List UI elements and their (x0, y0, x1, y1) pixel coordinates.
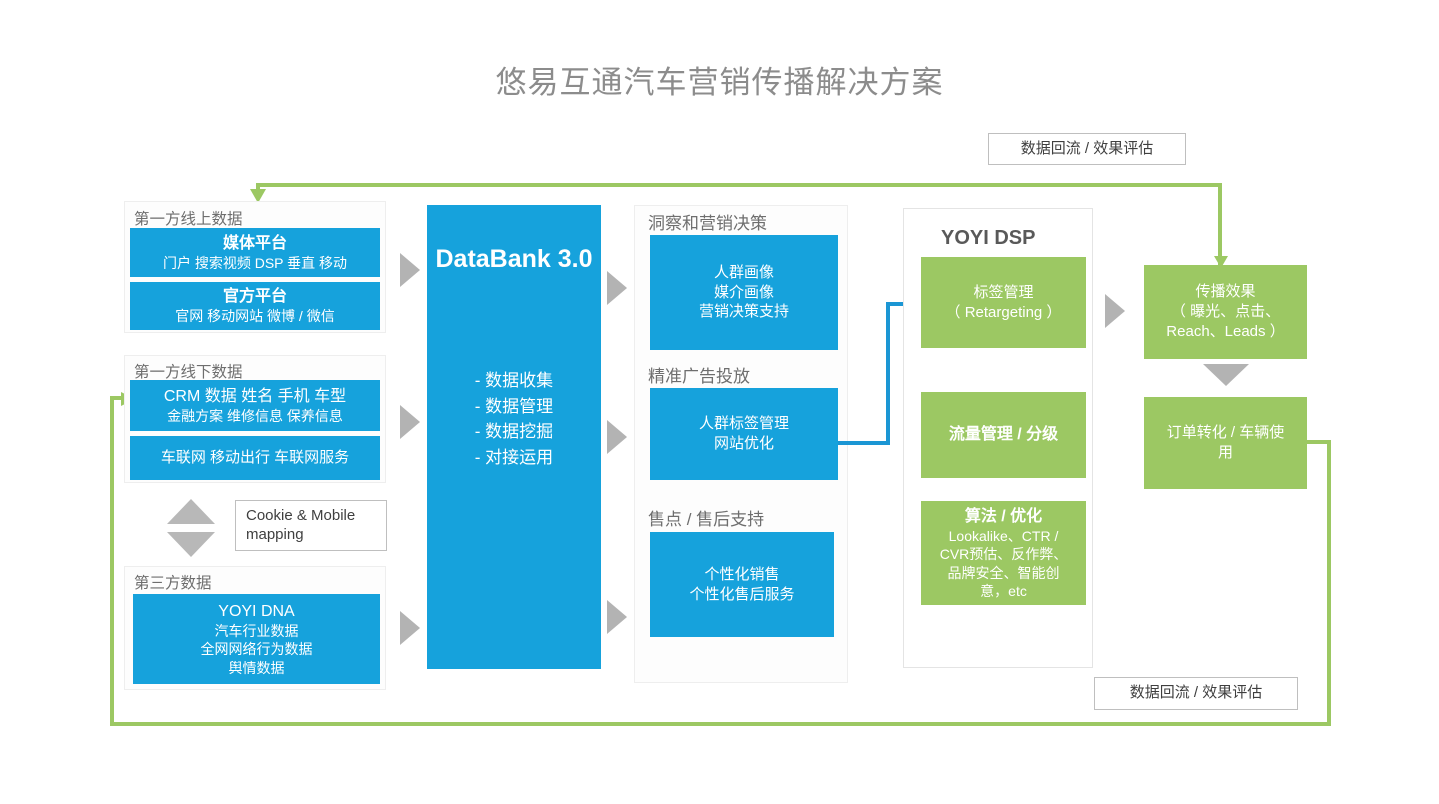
block-official-platform: 官方平台 官网 移动网站 微博 / 微信 (130, 282, 380, 330)
block-algorithm-optimization-line-0: Lookalike、CTR / (948, 527, 1059, 544)
cookie-mobile-mapping-text: Cookie & Mobile mapping (246, 506, 356, 543)
feedback-line-bottom-stub (1306, 440, 1331, 444)
databank-item-0: - 数据收集 (474, 371, 554, 390)
feedback-arrow-into-results (1214, 256, 1228, 268)
databank-item-2: - 数据挖掘 (474, 422, 554, 441)
panel-title-insight-decision: 洞察和营销决策 (648, 214, 767, 233)
arrow-effect-to-conversion (1203, 364, 1249, 386)
block-media-platform-line-0: 门户 搜索视频 DSP 垂直 移动 (162, 254, 348, 271)
block-aftersales-line-0: 个性化销售 (704, 565, 780, 583)
page-title: 悠易互通汽车营销传播解决方案 (495, 65, 944, 100)
block-tag-management-line-0: （ Retargeting ） (945, 303, 1062, 321)
block-aftersales: 个性化销售 个性化售后服务 (650, 532, 834, 637)
arrow-group3-to-databank (400, 611, 420, 645)
block-tag-management: 标签管理 （ Retargeting ） (921, 257, 1086, 348)
block-communication-effect-heading: 传播效果 (1195, 283, 1256, 301)
block-crm-data-heading: CRM 数据 姓名 手机 车型 (163, 387, 347, 405)
block-order-conversion-line-0: 订单转化 / 车辆使用 (1166, 424, 1285, 461)
block-communication-effect-line-1: Reach、Leads ） (1166, 322, 1285, 340)
feedback-line-top-horizontal (256, 183, 1222, 187)
feedback-line-bottom-horizontal (110, 722, 1331, 726)
panel-title-first-party-offline: 第一方线下数据 (134, 364, 243, 381)
panel-title-yoyi-dsp: YOYI DSP (941, 227, 1036, 249)
block-official-platform-heading: 官方平台 (222, 288, 287, 306)
arrow-group1-to-databank (400, 253, 420, 287)
block-connected-car: 车联网 移动出行 车联网服务 (130, 436, 380, 480)
block-yoyi-dna: YOYI DNA 汽车行业数据 全网网络行为数据 舆情数据 (133, 594, 380, 684)
block-traffic-management-heading: 流量管理 / 分级 (948, 426, 1059, 444)
arrow-databank-to-insight-1 (607, 271, 627, 305)
databank-items: - 数据收集 - 数据管理 - 数据挖掘 - 对接运用 (475, 368, 553, 470)
feedback-label-top: 数据回流 / 效果评估 (988, 133, 1186, 165)
block-tag-management-heading: 标签管理 (973, 283, 1034, 301)
panel-title-third-party-data: 第三方数据 (134, 575, 212, 592)
block-algorithm-optimization: 算法 / 优化 Lookalike、CTR / CVR预估、反作弊、 品牌安全、… (921, 501, 1086, 605)
arrow-dsp-to-results (1105, 294, 1125, 328)
block-insight-decision-line-0: 人群画像 (713, 263, 774, 281)
block-insight-decision-line-1: 媒介画像 (713, 283, 774, 301)
databank-item-3: - 对接运用 (474, 447, 554, 467)
block-algorithm-optimization-line-2: 品牌安全、智能创 (947, 564, 1060, 581)
feedback-label-top-text: 数据回流 / 效果评估 (1020, 139, 1154, 157)
block-yoyi-dna-line-1: 全网网络行为数据 (200, 641, 313, 658)
block-communication-effect-line-0: （ 曝光、点击、 (1170, 303, 1281, 321)
block-yoyi-dna-line-2: 舆情数据 (228, 659, 285, 676)
blue-connector-segment-horizontal-high (886, 302, 916, 306)
block-traffic-management: 流量管理 / 分级 (921, 392, 1086, 478)
block-crm-data-line-0: 金融方案 维修信息 保养信息 (167, 407, 343, 424)
block-official-platform-line-0: 官网 移动网站 微博 / 微信 (175, 308, 335, 325)
block-connected-car-line-0: 车联网 移动出行 车联网服务 (160, 449, 350, 467)
blue-connector-segment-vertical (886, 302, 890, 445)
feedback-line-bottom-vertical-right (1327, 440, 1331, 726)
feedback-label-bottom: 数据回流 / 效果评估 (1094, 677, 1298, 710)
block-insight-decision: 人群画像 媒介画像 营销决策支持 (650, 235, 838, 350)
block-precision-ads-line-0: 人群标签管理 (698, 415, 789, 433)
block-communication-effect: 传播效果 （ 曝光、点击、 Reach、Leads ） (1144, 265, 1307, 359)
block-algorithm-optimization-line-1: CVR预估、反作弊、 (939, 546, 1068, 563)
panel-title-precision-ads: 精准广告投放 (648, 367, 750, 386)
block-aftersales-line-1: 个性化售后服务 (689, 585, 795, 603)
block-yoyi-dna-line-0: 汽车行业数据 (214, 622, 299, 639)
feedback-arrow-into-group1 (250, 189, 266, 203)
block-media-platform-heading: 媒体平台 (222, 234, 287, 252)
arrow-databank-to-insight-2 (607, 420, 627, 454)
feedback-line-top-vertical-right (1218, 183, 1222, 265)
feedback-line-bottom-vertical-left (110, 398, 114, 726)
arrow-group2-to-databank (400, 405, 420, 439)
feedback-label-bottom-text: 数据回流 / 效果评估 (1129, 684, 1263, 702)
block-crm-data: CRM 数据 姓名 手机 车型 金融方案 维修信息 保养信息 (130, 380, 380, 431)
block-precision-ads-line-1: 网站优化 (713, 435, 774, 452)
block-algorithm-optimization-line-3: 意，etc (980, 583, 1027, 600)
feedback-line-into-crm (110, 396, 124, 400)
block-insight-decision-line-2: 营销决策支持 (698, 303, 789, 321)
up-down-arrow-icon (163, 497, 219, 559)
databank-item-1: - 数据管理 (474, 396, 554, 416)
databank-title: DataBank 3.0 (435, 245, 593, 273)
block-order-conversion: 订单转化 / 车辆使用 (1144, 397, 1307, 489)
block-algorithm-optimization-heading: 算法 / 优化 (964, 507, 1043, 525)
panel-title-aftersales: 售点 / 售后支持 (648, 510, 765, 529)
arrow-databank-to-insight-3 (607, 600, 627, 634)
cookie-mobile-mapping-label: Cookie & Mobile mapping (235, 500, 387, 551)
block-precision-ads: 人群标签管理 网站优化 (650, 388, 838, 480)
panel-title-first-party-online: 第一方线上数据 (134, 211, 243, 228)
blue-connector-segment-horizontal-low (838, 441, 890, 445)
block-yoyi-dna-heading: YOYI DNA (218, 602, 295, 620)
block-media-platform: 媒体平台 门户 搜索视频 DSP 垂直 移动 (130, 228, 380, 277)
block-databank: DataBank 3.0 - 数据收集 - 数据管理 - 数据挖掘 - 对接运用 (427, 205, 601, 669)
